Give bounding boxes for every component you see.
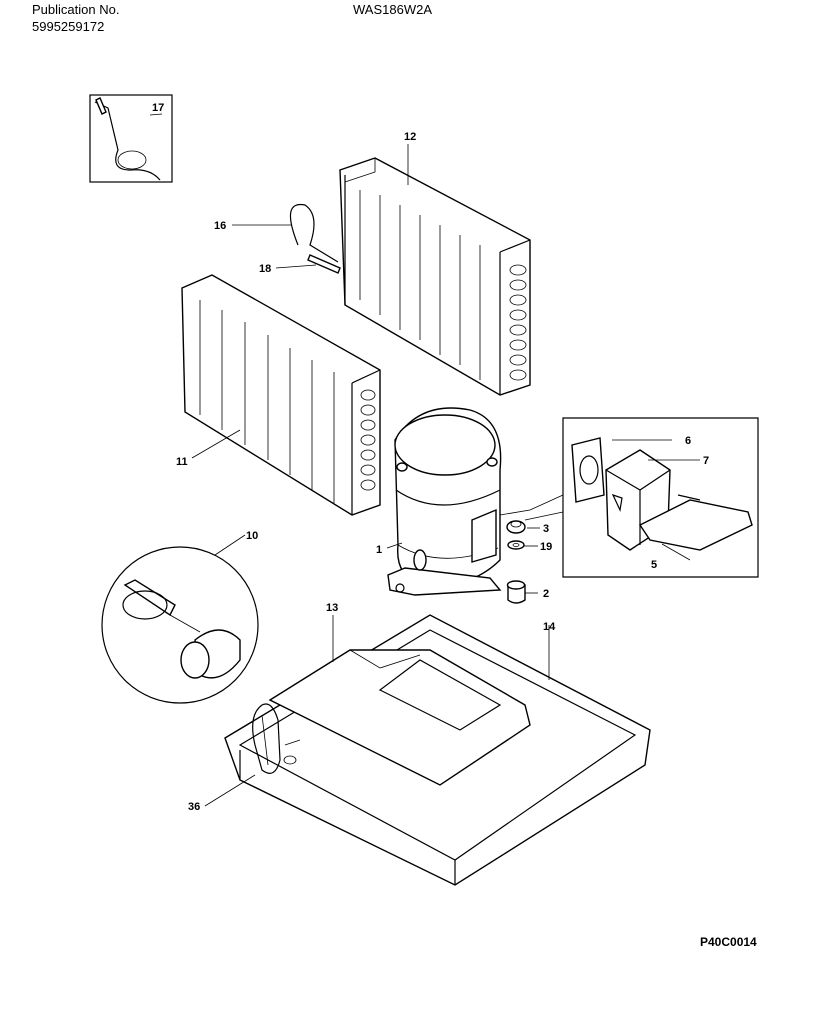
terminal-cover-inset (499, 417, 759, 578)
part-36-hose-clip (252, 703, 281, 774)
model-number: WAS186W2A (353, 2, 432, 17)
callout-3: 3 (543, 523, 549, 535)
part-1-compressor (387, 407, 502, 596)
drawing-code: P40C0014 (700, 935, 757, 949)
callout-6: 6 (685, 435, 691, 447)
part-6-gasket (571, 437, 605, 503)
part-3-grommet (506, 520, 526, 534)
callout-7: 7 (703, 455, 709, 467)
callout-14: 14 (543, 621, 556, 633)
leader-lines (149, 113, 700, 807)
part-11-evaporator-coil (181, 274, 381, 516)
callout-12: 12 (404, 131, 416, 143)
part-10-capacitor-inset (101, 546, 259, 704)
callout-36: 36 (188, 801, 200, 813)
part-2-mount (506, 580, 526, 604)
part-16-capillary-tube (289, 203, 339, 263)
part-18-drier (307, 254, 341, 274)
callout-13: 13 (326, 602, 338, 614)
callout-1: 1 (376, 544, 382, 556)
part-19-washer (507, 540, 525, 550)
publication-number: 5995259172 (32, 19, 105, 34)
callout-17: 17 (152, 102, 164, 114)
callout-18: 18 (259, 263, 271, 275)
part-17-inset (89, 94, 173, 183)
publication-label: Publication No. (32, 2, 120, 17)
part-5-bracket (638, 494, 753, 551)
part-12-condenser-coil (339, 157, 531, 396)
callout-10: 10 (246, 530, 258, 542)
callout-19: 19 (540, 541, 552, 553)
callout-labels: 17 12 16 18 11 1 3 19 2 6 7 5 10 13 14 3… (152, 102, 709, 813)
part-13-drain-tray (268, 649, 531, 786)
callout-16: 16 (214, 220, 226, 232)
callout-2: 2 (543, 588, 549, 600)
callout-11: 11 (176, 456, 188, 468)
callout-5: 5 (651, 559, 657, 571)
